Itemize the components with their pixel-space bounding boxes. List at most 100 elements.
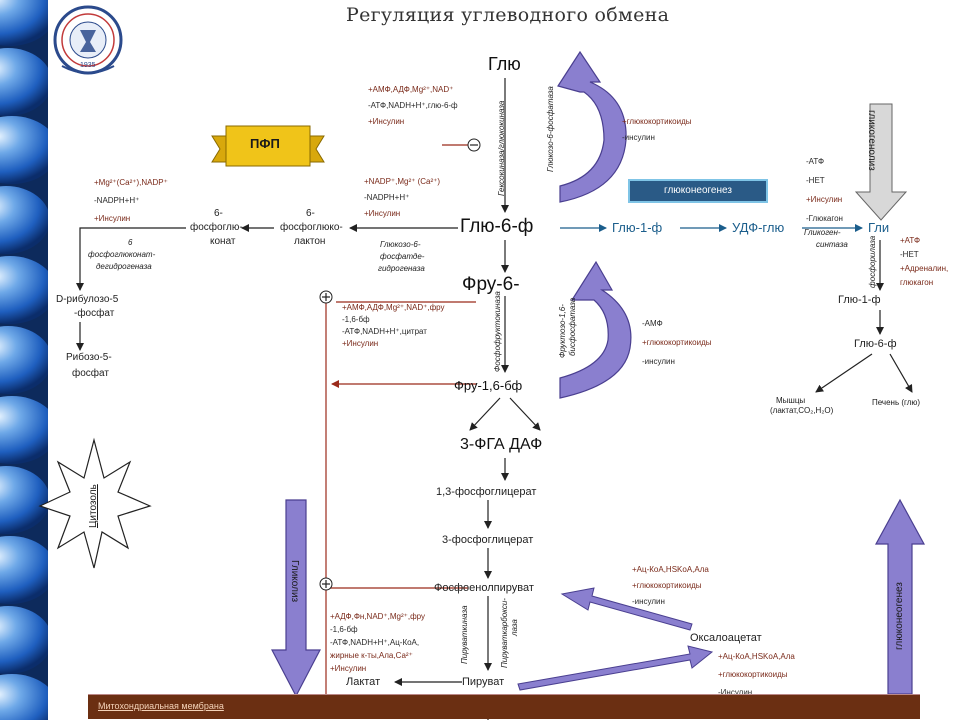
enzyme-g6pdh-line1: Глюкозо-6- xyxy=(380,240,421,249)
enzyme-fbpase-line1: Фруктозо-1,6- xyxy=(558,304,567,358)
node-liver: Печень (глю) xyxy=(872,398,921,407)
node-6-phosphogluconate-line1: 6- xyxy=(214,208,223,219)
cytosol-label: Цитозоль xyxy=(88,484,99,528)
node-6-phosphogluconolactone-line2: фосфоглюко- xyxy=(280,222,343,233)
enzyme-glycogen-synthase-line1: Гликоген- xyxy=(804,228,841,237)
regulator-line: глюкагон xyxy=(900,278,934,287)
regulator-line: +глюкокортикоиды xyxy=(718,670,788,679)
regulators-pepck: +Ац-КоА,HSKoA,Ала +глюкокортикоиды -инсули… xyxy=(632,562,709,610)
node-fructose-1-6-bisphosphate: Фру-1,6-бф xyxy=(454,378,523,393)
enzyme-pgdh-line1: 6 xyxy=(128,238,133,247)
regulators-g6pdh: +NADP⁺,Mg²⁺ (Ca²⁺)-NADPH+H⁺+Инсулин xyxy=(364,174,440,222)
regulator-line: -NADPH+H⁺ xyxy=(94,196,140,205)
regulator-line: +Инсулин xyxy=(342,339,379,348)
enzyme-g6pdh-line3: гидрогеназа xyxy=(378,264,425,273)
regulator-line: -инсулин xyxy=(622,133,655,142)
node-1-3-bisphosphoglycerate: 1,3-фосфоглицерат xyxy=(436,486,537,498)
regulator-line: +глюкокортикоиды xyxy=(642,338,712,347)
regulators-pyruvate-carboxylase: +Ац-КоА,HSKoA,Ала +глюкокортикоиды -Инсули… xyxy=(718,648,795,702)
regulator-line: +Ац-КоА,HSKoA,Ала xyxy=(632,565,709,574)
regulators-phosphofructokinase: +АМФ,АДФ,Mg²⁺,NAD⁺,фру-1,6-бф-АТФ,NADH+H… xyxy=(342,302,445,350)
regulators-glycogen-synthase: -АТФ -НЕТ +Инсулин -Глюкагон xyxy=(806,152,843,228)
regulator-line: +Инсулин xyxy=(94,214,131,223)
g6phosphatase-curved-arrow xyxy=(557,50,627,203)
regulator-line: -АТФ xyxy=(806,157,825,166)
regulator-line: -Глюкагон xyxy=(806,214,843,223)
node-glucose-6-phosphate-right: Глю-6-ф xyxy=(854,338,897,350)
enzyme-phosphofructokinase: Фосфофруктокиназа xyxy=(493,291,502,372)
regulator-line: -инсулин xyxy=(642,357,675,366)
regulator-line: -АТФ,NADH+H⁺,глю-6-ф xyxy=(368,101,458,110)
enzyme-pyruvate-carboxylase-line1: Пируваткарбокси- xyxy=(500,598,509,668)
node-6-phosphogluconolactone-line1: 6- xyxy=(306,208,315,219)
enzyme-pyruvate-carboxylase-line2: лаза xyxy=(510,619,519,636)
regulator-line: +Инсулин xyxy=(368,117,405,126)
node-ribulose-5-phosphate-line1: D-рибулозо-5 xyxy=(56,294,119,305)
regulator-line: +NADP⁺,Mg²⁺ (Ca²⁺) xyxy=(364,177,441,186)
decorative-bead-strip xyxy=(0,0,48,720)
regulator-line: жирные к-ты,Ала,Са²⁺ xyxy=(330,651,413,660)
enzyme-g6pdh-line2: фосфатде- xyxy=(380,252,425,261)
pfp-label: ПФП xyxy=(250,136,280,151)
regulator-line: +Ац-КоА,HSKoA,Ала xyxy=(718,652,795,661)
logo-caption: 1935 xyxy=(80,62,96,69)
regulator-line: -инсулин xyxy=(632,597,665,606)
node-glycogen: Гли xyxy=(868,220,890,235)
page-title: Регуляция углеводного обмена xyxy=(346,4,670,26)
liver-muscle-arrows xyxy=(815,240,913,393)
glycogenolysis-arrow xyxy=(854,103,908,221)
regulator-line: +Инсулин xyxy=(806,195,843,204)
regulator-line: -АТФ,NADH+H⁺,цитрат xyxy=(342,327,427,336)
node-lactate: Лактат xyxy=(346,676,381,688)
glycogenolysis-label: гликогенолиз xyxy=(866,110,877,171)
node-gap-dhap: 3-ФГА ДАФ xyxy=(460,436,543,453)
pfp-ribbon xyxy=(211,125,325,167)
regulator-line: +АДФ,Фн,NAD⁺,Mg²⁺,фру xyxy=(330,612,426,621)
regulator-line: +глюкокортикоиды xyxy=(632,581,702,590)
regulator-line: +АМФ,АДФ,Mg²⁺,NAD⁺ xyxy=(368,85,454,94)
node-6-phosphogluconate-line3: конат xyxy=(210,236,236,247)
node-glucose: Глю xyxy=(488,54,521,74)
node-glucose-1-phosphate-right: Глю-1-ф xyxy=(838,294,881,306)
pepck-arrow xyxy=(560,587,693,631)
regulator-line: -АМФ xyxy=(642,319,663,328)
regulator-line: -Инсулин xyxy=(718,688,753,697)
university-logo xyxy=(53,5,123,75)
enzyme-phosphorylase: фосфорилаза xyxy=(868,235,877,288)
regulator-line: +глюкокортикоиды xyxy=(622,117,692,126)
node-oxaloacetate: Оксалоацетат xyxy=(690,632,762,644)
pentose-phosphate-arrows xyxy=(76,224,458,351)
enzyme-pgdh-line2: фосфоглюконат- xyxy=(88,250,156,259)
node-phosphoenolpyruvate: Фосфоенолпируват xyxy=(434,582,534,594)
node-3-phosphoglycerate: 3-фосфоглицерат xyxy=(442,534,534,546)
node-fructose-6-phosphate: Фру-6- xyxy=(462,274,520,295)
regulator-line: +АТФ xyxy=(900,236,921,245)
node-6-phosphogluconolactone-line3: лактон xyxy=(294,236,326,247)
regulator-line: +АМФ,АДФ,Mg²⁺,NAD⁺,фру xyxy=(342,303,445,312)
fbpase-curved-arrow xyxy=(559,260,632,399)
node-glucose-6-phosphate: Глю-6-ф xyxy=(460,216,534,237)
enzyme-pyruvate-kinase: Пируваткиназа xyxy=(460,605,469,664)
node-muscles: Мышцы xyxy=(776,396,806,405)
regulator-line: -НЕТ xyxy=(900,250,919,259)
node-udp-glucose: УДФ-глю xyxy=(732,220,785,235)
node-muscles-products: (лактат,CO₂,H₂O) xyxy=(770,406,834,415)
enzyme-glycogen-synthase-line2: синтаза xyxy=(816,240,848,249)
regulator-line: +Mg²⁺(Ca²⁺),NADP⁺ xyxy=(94,178,168,187)
node-ribose-5-phosphate-line2: фосфат xyxy=(72,368,109,379)
glycolysis-arrow xyxy=(271,499,321,698)
node-6-phosphogluconate-line2: фосфоглю- xyxy=(190,222,243,233)
regulator-line: -1,6-бф xyxy=(330,625,358,634)
regulator-line: +Инсулин xyxy=(330,664,367,673)
membrane-label: Митохондриальная мембрана xyxy=(98,701,224,711)
cytosol-star xyxy=(38,437,152,569)
regulator-line: -НЕТ xyxy=(806,176,825,185)
node-ribose-5-phosphate-line1: Рибозо-5- xyxy=(66,352,112,363)
regulators-glucose-6-phosphatase: +глюкокортикоиды -инсулин xyxy=(622,114,692,146)
plus-circle-bottom xyxy=(319,577,333,591)
regulator-line: -АТФ,NADH+H⁺,Ац-КоА, xyxy=(330,638,420,647)
node-pyruvate: Пируват xyxy=(462,676,505,688)
node-ribulose-5-phosphate-line2: -фосфат xyxy=(74,308,115,319)
mitochondrial-membrane: Митохондриальная мембрана xyxy=(88,694,920,719)
